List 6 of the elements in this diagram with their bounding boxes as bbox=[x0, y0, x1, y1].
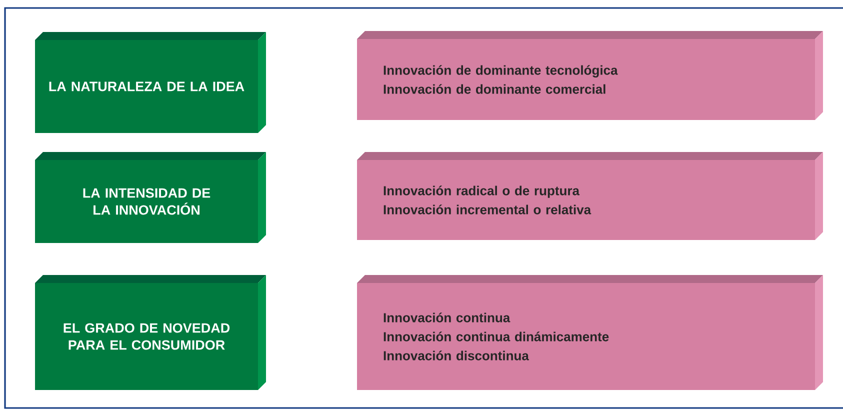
innovation-types-box: Innovación de dominante tecnológica Innovación de dominante comercial bbox=[357, 31, 823, 120]
category-box: LA INTENSIDAD DE LA INNOVACIÓN bbox=[35, 152, 266, 243]
innovation-types-box: Innovación radical o de ruptura Innovación incremental o relativa bbox=[357, 152, 823, 240]
category-box: EL GRADO DE NOVEDAD PARA EL CONSUMIDOR bbox=[35, 275, 266, 390]
innovation-types-box: Innovación continua Innovación continua dinámicamente Innovación discontinua bbox=[357, 275, 823, 390]
category-box: LA NATURALEZA DE LA IDEA bbox=[35, 32, 266, 133]
